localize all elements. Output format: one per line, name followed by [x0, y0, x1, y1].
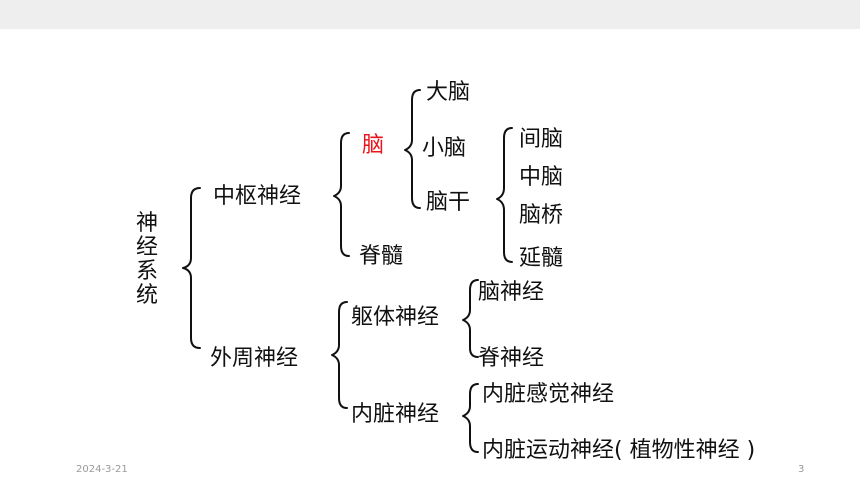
brace-visceral [462, 383, 479, 453]
footer-date: 2024-3-21 [76, 464, 128, 475]
visceral-sensory-label: 内脏感觉神经 [482, 382, 615, 407]
brace-central [333, 132, 350, 257]
brainstem-part-pons: 脑桥 [519, 203, 564, 228]
footer-page-number: 3 [798, 464, 805, 475]
top-bar [0, 0, 860, 29]
visceral-nerve-label: 内脏神经 [351, 402, 440, 427]
cerebrum-label: 大脑 [426, 80, 471, 105]
central-nervous-label: 中枢神经 [213, 184, 302, 209]
brace-peripheral [331, 301, 348, 409]
brain-label: 脑 [362, 133, 385, 158]
visceral-motor-label: 内脏运动神经( 植物性神经 ) [482, 438, 756, 463]
spinal-nerve-label: 脊神经 [478, 346, 545, 371]
brainstem-part-diencephalon: 间脑 [519, 127, 564, 152]
brace-somatic [462, 279, 479, 358]
peripheral-nervous-label: 外周神经 [210, 346, 299, 371]
brace-brainstem [496, 127, 513, 263]
spinal-cord-label: 脊髓 [359, 244, 404, 269]
brace-root [182, 187, 201, 349]
somatic-nerve-label: 躯体神经 [351, 305, 440, 330]
root-label: 神经系统 [135, 211, 158, 308]
brace-brain [404, 89, 421, 209]
cerebellum-label: 小脑 [422, 136, 467, 161]
brainstem-part-medulla: 延髓 [519, 246, 564, 271]
brainstem-label: 脑干 [426, 190, 471, 215]
cranial-nerve-label: 脑神经 [478, 280, 545, 305]
brainstem-part-midbrain: 中脑 [519, 165, 564, 190]
